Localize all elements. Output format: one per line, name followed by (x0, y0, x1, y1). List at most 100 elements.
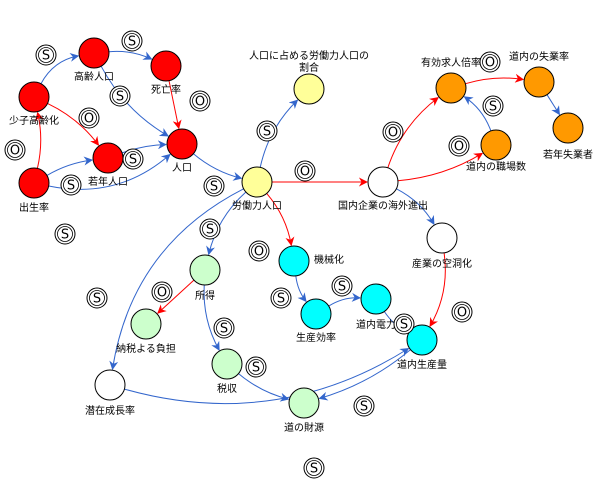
svg-text:O: O (485, 56, 495, 71)
polarity-s-badge: S (270, 287, 292, 309)
polarity-s-badge: S (393, 313, 415, 335)
node-yuko (435, 72, 467, 104)
polarity-o-badge: O (4, 139, 26, 161)
polarity-s-badge: S (121, 30, 143, 52)
node-kaigai (367, 166, 399, 198)
svg-text:O: O (457, 306, 467, 321)
node-nouzei (130, 308, 162, 340)
polarity-s-badge: S (60, 174, 82, 196)
node-label-shibouritsu: 死亡率 (151, 83, 181, 96)
node-zeishu (211, 348, 243, 380)
edge-rodoryoku-to-senzai (109, 188, 244, 371)
polarity-o-badge: O (448, 135, 470, 157)
svg-text:O: O (300, 165, 310, 180)
svg-text:O: O (157, 286, 167, 301)
polarity-s-badge: S (256, 120, 278, 142)
polarity-s-badge: S (213, 317, 235, 339)
edge-shotoku-to-nouzei (157, 279, 195, 314)
polarity-s-badge: S (199, 218, 221, 240)
edge-zeishu-to-zaigen (238, 373, 290, 402)
polarity-s-badge: S (86, 287, 108, 309)
polarity-o-badge: O (189, 90, 211, 112)
polarity-s-badge: S (54, 223, 76, 245)
node-label-shokuba: 道内の職場数 (466, 160, 526, 173)
node-jinko (166, 128, 198, 160)
edge-shusseiritsu-to-shoushi (35, 111, 44, 169)
edge-shusseiritsu-to-jakunenjinko (46, 156, 93, 176)
node-label-jakunenjinko: 若年人口 (88, 175, 128, 188)
node-kikaika (278, 245, 310, 277)
edge-shoushi-to-jakunenjinko (47, 102, 100, 146)
polarity-o-badge: O (451, 301, 473, 323)
svg-text:O: O (10, 144, 20, 159)
polarity-s-badge: S (35, 44, 57, 66)
node-label-shoushi: 少子高齢化 (9, 114, 59, 127)
edge-rodoryoku-to-shotoku (206, 191, 247, 256)
node-label-seisankoritsu: 生産効率 (296, 331, 336, 344)
svg-text:S: S (360, 400, 368, 415)
polarity-o-badge: O (151, 281, 173, 303)
polarity-s-badge: S (353, 395, 375, 417)
node-label-senzai: 潜在成長率 (85, 404, 135, 417)
svg-text:O: O (454, 140, 464, 155)
node-label-shusseiritsu: 出生率 (19, 201, 49, 214)
node-label-shotoku: 所得 (195, 290, 215, 302)
node-label-zaigen: 道の財源 (284, 421, 324, 434)
svg-text:S: S (129, 153, 137, 168)
node-label-seisan: 道内生産量 (397, 358, 447, 371)
edge-kaigai-to-yuko (387, 97, 439, 168)
node-label-rodoryoku: 労働力人口 (232, 199, 282, 212)
edge-koureijinko-to-jinko (100, 65, 169, 137)
svg-text:S: S (116, 90, 124, 105)
edge-jinko-to-rodoryoku (193, 153, 243, 181)
polarity-s-badge: S (122, 148, 144, 170)
nodes-layer (18, 37, 584, 419)
svg-text:S: S (489, 100, 497, 115)
node-shokuba (480, 129, 512, 161)
svg-text:S: S (310, 462, 318, 477)
node-label-koureijinko: 高齢人口 (74, 70, 114, 83)
node-label-wariai-line2: 割合 (299, 61, 319, 74)
polarity-s-badge: S (482, 95, 504, 117)
node-koureijinko (78, 37, 110, 69)
edge-shitsugyo-to-jakunenshitsugyo (546, 94, 560, 116)
svg-text:S: S (338, 280, 346, 295)
edge-kudoka-to-seisan (429, 252, 446, 327)
node-senzai (94, 369, 126, 401)
edge-koureijinko-to-shibouritsu (108, 50, 153, 60)
node-jakunenshitsugyo (552, 112, 584, 144)
svg-text:O: O (84, 112, 94, 127)
node-label-jinko: 人口 (172, 162, 192, 174)
node-seisan (406, 324, 438, 356)
node-denryoku (360, 283, 392, 315)
edge-kaigai-to-kudoka (396, 188, 435, 225)
polarity-o-badge: O (479, 51, 501, 73)
edge-shokuba-to-yuko (463, 96, 492, 132)
node-zaigen (288, 387, 320, 419)
svg-text:S: S (42, 49, 50, 64)
node-label-nouzei: 納税よる負担 (116, 342, 176, 355)
svg-text:S: S (400, 318, 408, 333)
polarity-s-badge: S (245, 356, 267, 378)
edge-shoushi-to-koureijinko (40, 52, 80, 84)
node-label-denryoku: 道内電力 (356, 318, 396, 331)
polarity-o-badge: O (294, 160, 316, 182)
edge-kikaika-to-seisankoritsu (295, 275, 307, 303)
edge-kaigai-to-shokuba (397, 152, 484, 182)
node-kudoka (426, 222, 458, 254)
edge-yuko-to-shitsugyo (465, 73, 525, 85)
svg-text:S: S (220, 322, 228, 337)
node-jakunenjinko (92, 142, 124, 174)
polarity-s-badge: S (203, 175, 225, 197)
node-wariai (293, 73, 325, 105)
svg-text:S: S (210, 180, 218, 195)
svg-text:S: S (93, 292, 101, 307)
polarity-o-badge: O (78, 107, 100, 129)
node-label-wariai-line1: 人口に占める労働力人口の (249, 49, 369, 62)
node-shitsugyo (523, 66, 555, 98)
node-label-kaigai: 国内企業の海外進出 (338, 199, 428, 212)
svg-text:S: S (206, 223, 214, 238)
polarity-o-badge: O (248, 240, 270, 262)
